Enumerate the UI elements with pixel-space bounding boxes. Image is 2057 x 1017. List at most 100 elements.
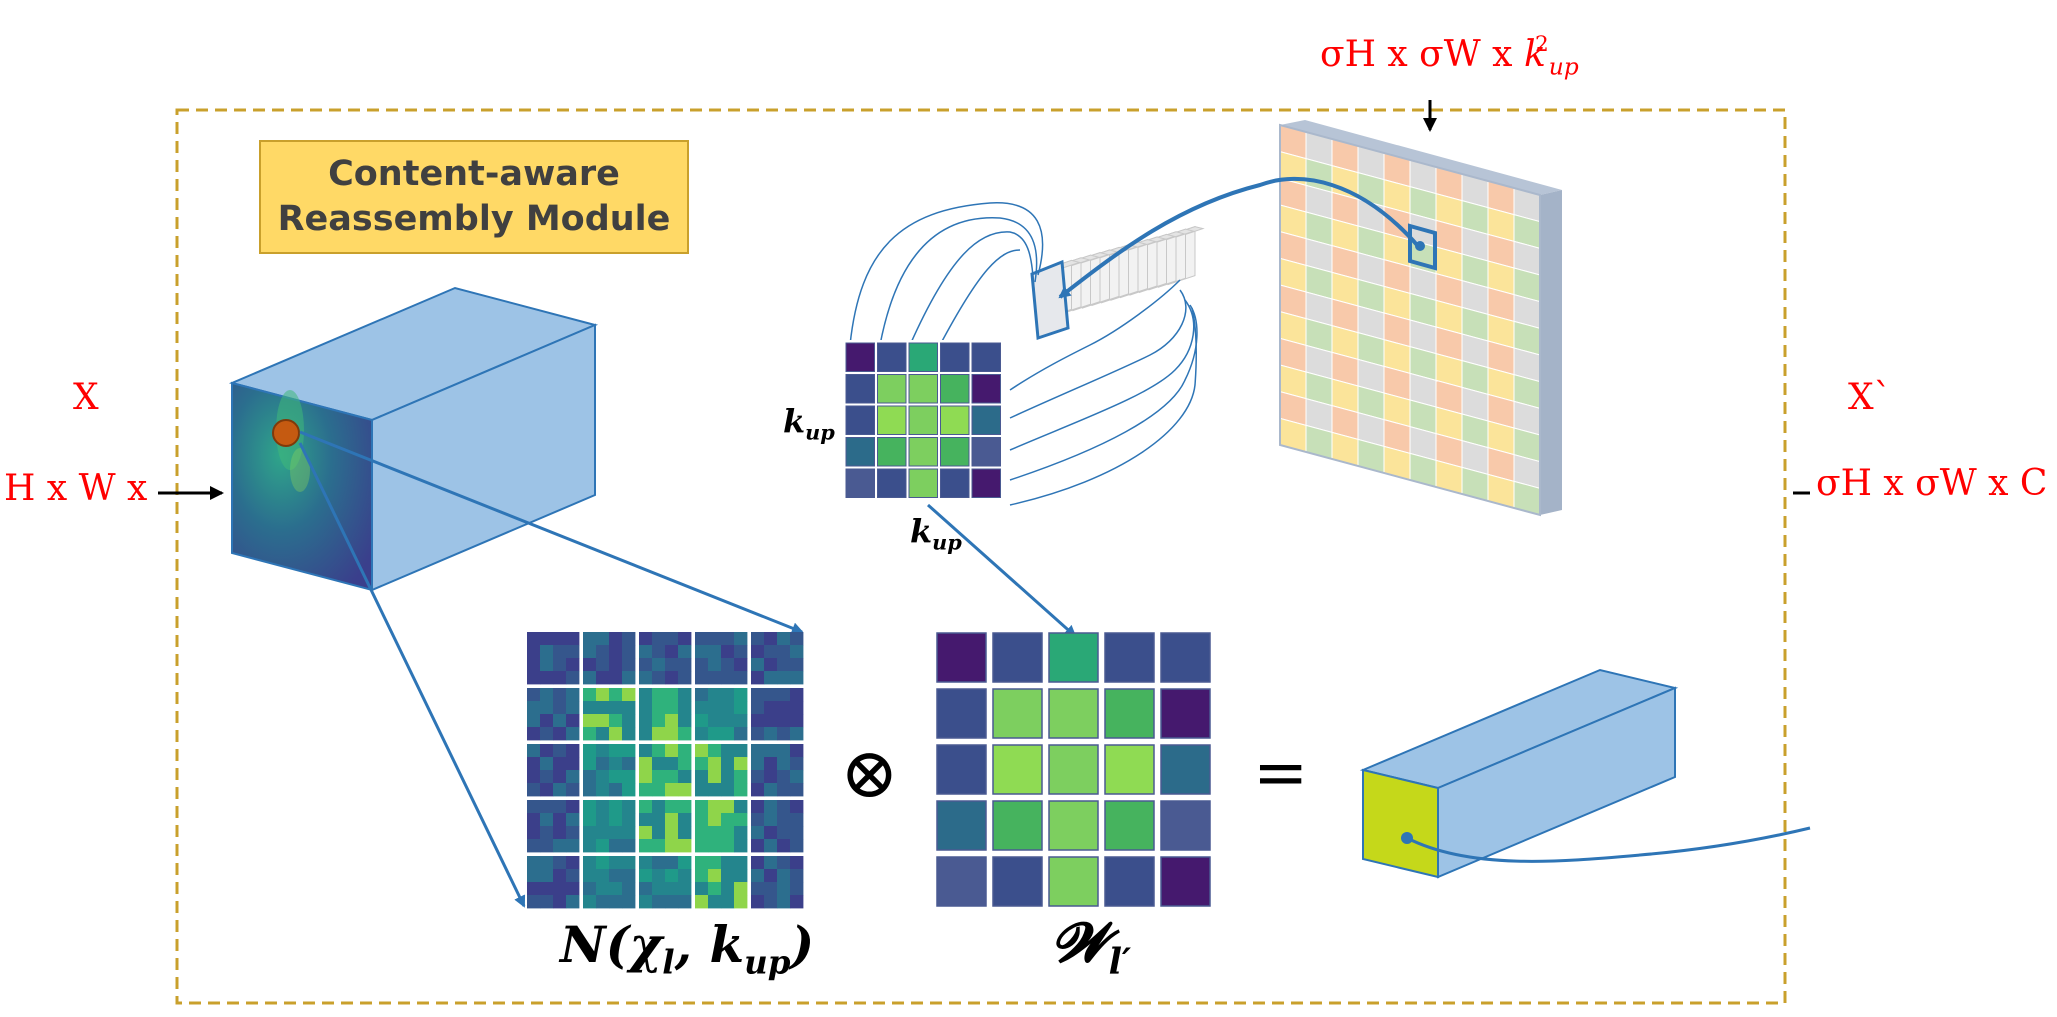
module-title-box: Content-aware Reassembly Module <box>259 140 689 254</box>
small-kernel-cell <box>971 374 1001 404</box>
neighborhood-cell <box>583 856 636 909</box>
small-kernel-cell <box>908 437 938 467</box>
kernel-cell <box>1048 632 1099 683</box>
kernel-grid <box>936 632 1211 907</box>
small-kernel-cell <box>940 342 970 372</box>
neighborhood-cell <box>695 856 748 909</box>
kernel-formula: 𝓦l′ <box>1052 910 1132 983</box>
kernel-cell <box>992 632 1043 683</box>
neighborhood-cell <box>751 744 804 797</box>
neighborhood-arrow-top <box>299 430 804 634</box>
input-feature-cube <box>228 286 599 592</box>
input-name-label: X <box>73 377 99 418</box>
neighborhood-formula: N(χl, kup) <box>560 915 815 982</box>
small-kernel-cell <box>971 437 1001 467</box>
small-kernel-cell <box>908 468 938 498</box>
neighborhood-cell <box>751 688 804 741</box>
kernel-cell <box>1160 800 1211 851</box>
small-kernel-cell <box>877 374 907 404</box>
kernel-dims-label: σH x σW x k2up <box>1320 32 1579 81</box>
neighborhood-cell <box>639 800 692 853</box>
neighborhood-cell <box>751 800 804 853</box>
kup-label-left: kup <box>783 402 835 445</box>
kernel-cell <box>1048 800 1099 851</box>
small-kernel-cell <box>971 468 1001 498</box>
neighborhood-cell <box>639 856 692 909</box>
small-kernel-cell <box>940 405 970 435</box>
small-kernel-cell <box>940 374 970 404</box>
small-kernel-cell <box>877 342 907 372</box>
kernel-map-plane <box>1279 120 1562 517</box>
small-kernel-cell <box>908 342 938 372</box>
neighborhood-cell <box>583 688 636 741</box>
kernel-cell <box>936 744 987 795</box>
otimes-symbol: ⊗ <box>840 732 899 814</box>
neighborhood-cell <box>527 856 580 909</box>
small-kernel-cell <box>845 405 875 435</box>
neighborhood-cell <box>639 688 692 741</box>
output-dims-label: σH x σW x C <box>1816 463 2048 504</box>
kernel-cell <box>992 856 1043 907</box>
kernel-cell <box>936 800 987 851</box>
kernel-cell <box>1104 856 1155 907</box>
small-kernel-cell <box>908 374 938 404</box>
neighborhood-cell <box>751 856 804 909</box>
small-kernel-cell <box>877 405 907 435</box>
small-kernel-grid <box>843 340 1007 504</box>
kernel-cell <box>1160 744 1211 795</box>
kernel-cell <box>1104 744 1155 795</box>
small-kernel-cell <box>940 468 970 498</box>
kernel-cell <box>1104 688 1155 739</box>
neighborhood-cell <box>527 744 580 797</box>
small-kernel-cell <box>940 437 970 467</box>
neighborhood-grid <box>527 632 807 912</box>
kernel-cell <box>1048 856 1099 907</box>
kernel-location-box <box>1408 223 1437 271</box>
kernel-cell <box>936 632 987 683</box>
neighborhood-cell <box>695 632 748 685</box>
small-kernel-cell <box>845 342 875 372</box>
location-marker <box>272 419 300 447</box>
kernel-cell <box>936 688 987 739</box>
neighborhood-cell <box>695 688 748 741</box>
kernel-cell <box>1104 800 1155 851</box>
neighborhood-cell <box>751 632 804 685</box>
small-kernel-cell <box>845 437 875 467</box>
module-title-line2: Reassembly Module <box>277 199 671 239</box>
neighborhood-cell <box>639 632 692 685</box>
reshape-front-slice <box>1030 259 1070 341</box>
module-frame <box>175 108 1787 1005</box>
reshape-connectors <box>849 202 1198 506</box>
kernel-cell <box>1048 744 1099 795</box>
input-dims-label: H x W x <box>4 468 148 509</box>
neighborhood-cell <box>583 800 636 853</box>
kernel-cell <box>1160 688 1211 739</box>
small-kernel-cell <box>845 468 875 498</box>
small-kernel-cell <box>877 437 907 467</box>
kernel-cell <box>1160 856 1211 907</box>
small-kernel-cell <box>845 374 875 404</box>
kernel-cell <box>992 688 1043 739</box>
equals-symbol: = <box>1253 734 1309 811</box>
small-kernel-cell <box>971 405 1001 435</box>
neighborhood-cell <box>527 688 580 741</box>
neighborhood-cell <box>639 744 692 797</box>
kernel-fetch-curve <box>1058 176 1420 299</box>
kernel-cell <box>1048 688 1099 739</box>
small-kernel-cell <box>908 405 938 435</box>
small-kernel-cell <box>877 468 907 498</box>
neighborhood-cell <box>527 632 580 685</box>
kernel-cell <box>936 856 987 907</box>
neighborhood-cell <box>695 744 748 797</box>
small-kernel-cell <box>971 342 1001 372</box>
neighborhood-cell <box>527 800 580 853</box>
neighborhood-cell <box>583 744 636 797</box>
kernel-cell <box>1160 632 1211 683</box>
kernel-cell <box>992 744 1043 795</box>
kernel-reshape-stack <box>1030 225 1205 341</box>
neighborhood-cell <box>583 632 636 685</box>
output-feature-cube <box>1359 668 1811 879</box>
kernel-cell <box>1104 632 1155 683</box>
